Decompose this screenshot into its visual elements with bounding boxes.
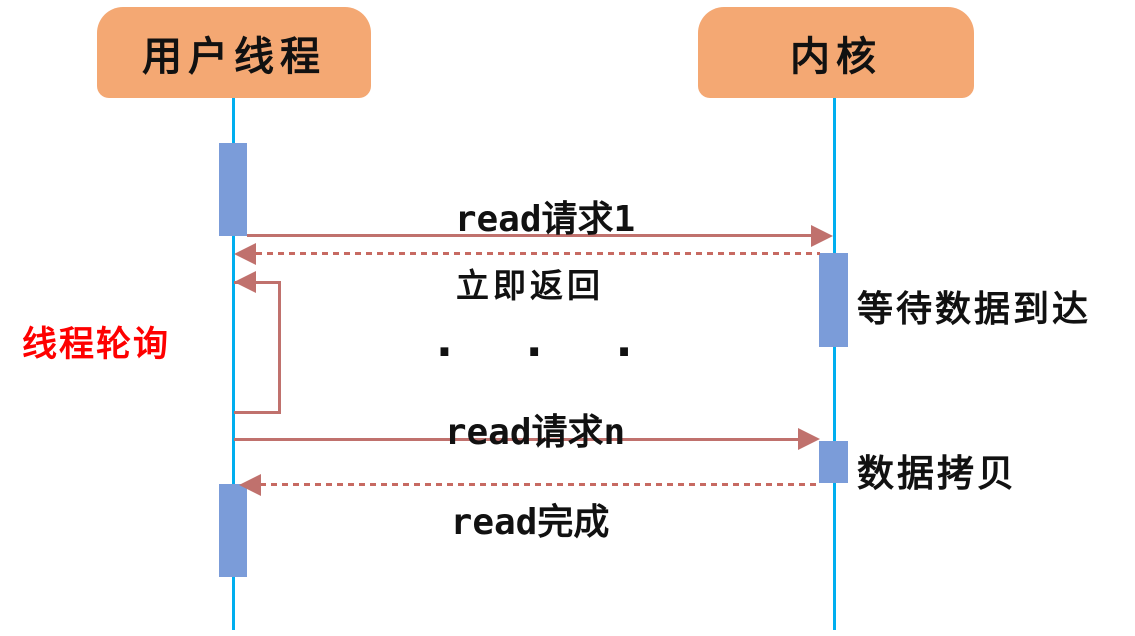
arrowhead-left-icon [234,271,256,293]
polling-loop-arrow [234,281,281,414]
lifeline-user-thread [232,98,235,630]
arrowhead-left-icon [234,243,256,265]
message-arrow-read-complete [260,483,819,486]
message-arrow-read-request-n [234,438,800,441]
message-label-read-request-n: read请求n [444,412,626,453]
arrowhead-right-icon [798,428,820,450]
message-label-read-request-1: read请求1 [454,199,636,240]
annotation-data-copy: 数据拷贝 [857,452,1017,495]
message-label-immediate-return: 立即返回 [456,266,604,305]
message-arrow-read-request-1 [247,234,812,237]
actor-header-user-thread: 用户线程 [97,7,371,98]
activation-bar-user-final [219,484,247,577]
repeat-ellipsis-label: . . . [430,312,655,368]
actor-header-kernel: 内核 [698,7,974,98]
actor-label-kernel: 内核 [790,33,882,80]
annotation-wait-for-data: 等待数据到达 [857,289,1092,330]
activation-bar-user-initial [219,143,247,236]
message-arrow-immediate-return [256,252,820,255]
arrowhead-left-icon [239,474,261,496]
actor-label-user-thread: 用户线程 [142,33,326,80]
message-label-read-complete: read完成 [450,502,610,543]
lifeline-kernel [833,98,836,630]
annotation-thread-polling: 线程轮询 [22,325,171,365]
arrowhead-right-icon [811,225,833,247]
activation-bar-kernel-wait [819,253,848,347]
activation-bar-kernel-copy [819,441,848,483]
